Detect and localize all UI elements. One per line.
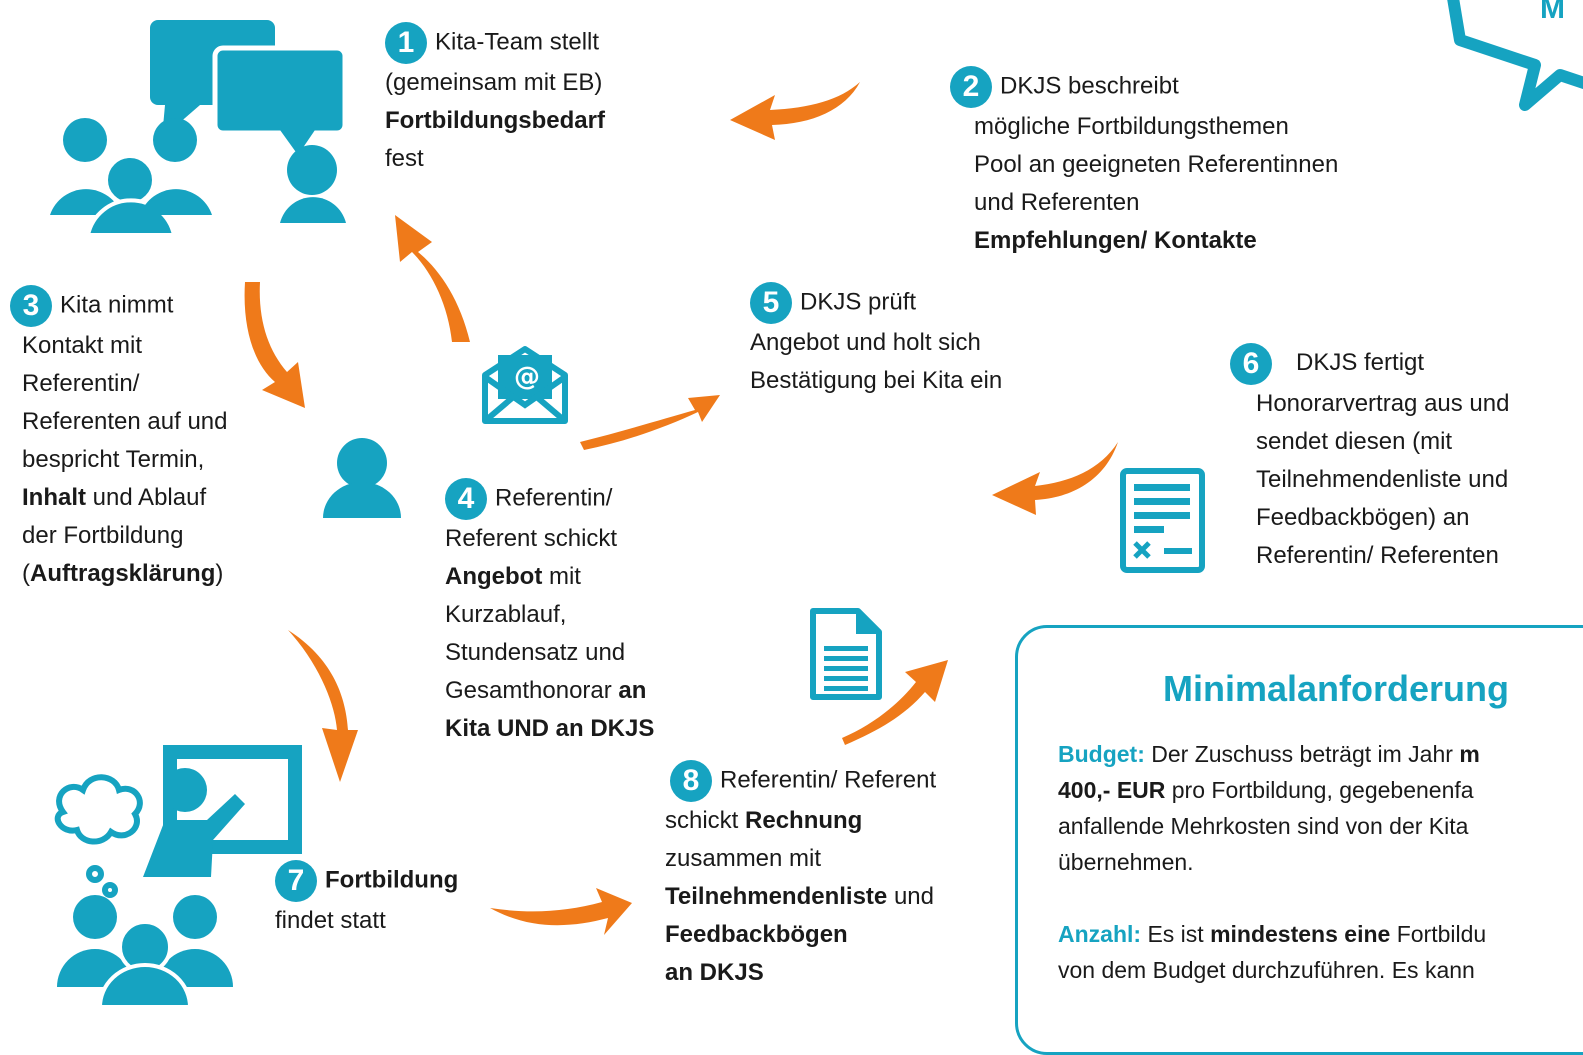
budget-text-1: Der Zuschuss beträgt im Jahr — [1144, 741, 1460, 767]
step-4-line-6: Gesamthonorar — [445, 677, 619, 704]
step-3-line-7: der Fortbildung — [22, 522, 184, 549]
step-2-line-1: DKJS beschreibt — [1000, 72, 1179, 100]
step-2-line-2: mögliche Fortbildungsthemen — [974, 113, 1289, 140]
arrow-3-to-7 — [288, 630, 358, 782]
step-3-line-1: Kita nimmt — [60, 291, 174, 319]
step-4-line-2: Referent schickt — [445, 525, 618, 552]
flow-arrows — [244, 82, 1118, 935]
step-3-line-4: Referenten auf und — [22, 408, 228, 435]
requirements-text: Budget: Der Zuschuss beträgt im Jahr m 4… — [1058, 736, 1486, 988]
step-7-line-1: Fortbildung — [325, 866, 459, 894]
step-4-line-4: Kurzablauf, — [445, 601, 567, 628]
requirements-box: Minimalanforderung Budget: Der Zuschuss … — [1015, 625, 1583, 1055]
step-4-line-7: Kita UND an DKJS — [445, 715, 655, 742]
text-document-icon — [810, 608, 882, 700]
step-5: 5 DKJS prüft Angebot und holt sich Bestät… — [750, 282, 1002, 400]
step-1-line-3: Fortbildungsbedarf — [385, 107, 605, 134]
arrow-7-to-8 — [490, 888, 632, 935]
anzahl-text-1-bold: mindestens eine — [1210, 921, 1391, 947]
arrow-6-to-5 — [992, 442, 1118, 515]
step-4-line-3-bold: Angebot — [445, 563, 543, 590]
arrow-4-to-5 — [580, 395, 720, 450]
step-number-1: 1 — [385, 22, 427, 64]
step-4-line-3: mit — [542, 563, 581, 590]
step-4: 4 Referentin/ Referent schickt Angebot mi… — [445, 478, 654, 748]
step-6-line-4: Teilnehmendenliste und — [1256, 466, 1509, 493]
step-number-5: 5 — [750, 282, 792, 324]
speech-bubble-corner-icon: M — [1447, 0, 1583, 111]
step-3-line-6-bold: Inhalt — [22, 484, 86, 511]
email-envelope-icon: @ — [482, 346, 568, 424]
chat-people-icon — [50, 20, 348, 237]
step-1-line-2: (gemeinsam mit EB) — [385, 69, 603, 96]
step-number-7: 7 — [275, 860, 317, 902]
step-4-line-5: Stundensatz und — [445, 639, 626, 666]
step-7-line-2: findet statt — [275, 907, 386, 934]
step-8-line-1: Referentin/ Referent — [720, 766, 937, 794]
step-3-line-5: bespricht Termin, — [22, 446, 205, 473]
step-1-line-1: Kita-Team stellt — [435, 28, 600, 56]
step-6-line-6: Referentin/ Referenten — [1256, 542, 1499, 569]
step-6-line-1: DKJS fertigt — [1296, 349, 1425, 377]
step-2: 2 DKJS beschreibt mögliche Fortbildungsth… — [950, 66, 1338, 260]
step-7: 7 Fortbildung findet statt — [275, 860, 458, 940]
step-4-line-6-bold: an — [618, 677, 647, 704]
anzahl-text-1-end: Fortbildu — [1390, 921, 1487, 947]
step-3-line-2: Kontakt mit — [22, 332, 143, 359]
budget-amount: 400,- EUR — [1058, 777, 1166, 803]
step-3-line-8-bold: Auftragsklärung — [30, 560, 216, 587]
budget-label: Budget: — [1058, 741, 1145, 767]
step-2-line-3: Pool an geeigneten Referentinnen — [974, 151, 1339, 178]
budget-text-4: übernehmen. — [1058, 849, 1194, 875]
step-8: 8 Referentin/ Referent schickt Rechnung z… — [665, 760, 936, 992]
arrow-2-to-1 — [730, 82, 860, 140]
step-6-line-3: sendet diesen (mit — [1256, 428, 1453, 455]
step-8-line-4: und — [887, 883, 934, 910]
anzahl-label: Anzahl: — [1058, 921, 1142, 947]
step-5-line-2: Angebot und holt sich — [750, 329, 981, 356]
arrow-4-to-1 — [395, 215, 470, 342]
presentation-group-icon — [54, 745, 302, 1009]
step-number-8: 8 — [670, 760, 712, 802]
step-3-line-6: und Ablauf — [86, 484, 207, 511]
step-6: 6 DKJS fertigt Honorarvertrag aus und sen… — [1230, 343, 1509, 575]
step-3-line-3: Referentin/ — [22, 370, 140, 397]
step-8-line-2-bold: Rechnung — [745, 807, 863, 834]
step-6-line-2: Honorarvertrag aus und — [1256, 390, 1510, 417]
step-8-line-2: schickt — [665, 807, 746, 834]
arrow-8-to-box — [842, 660, 948, 745]
step-number-4: 4 — [445, 478, 487, 520]
requirements-title: Minimalanforderung — [1163, 668, 1510, 709]
svg-text:M: M — [1540, 0, 1565, 25]
budget-text-3: anfallende Mehrkosten sind von der Kita — [1058, 813, 1469, 839]
step-3-line-8-open: ( — [22, 560, 30, 587]
step-number-6: 6 — [1230, 343, 1272, 385]
anzahl-text-2: von dem Budget durchzuführen. Es kann — [1058, 957, 1475, 983]
anzahl-text-1: Es ist — [1141, 921, 1211, 947]
step-number-3: 3 — [10, 285, 52, 327]
contract-document-icon — [1120, 468, 1205, 573]
budget-text-1-bold: m — [1459, 741, 1480, 767]
step-number-2: 2 — [950, 66, 992, 108]
person-icon — [323, 438, 401, 518]
arrow-3-to-4 — [244, 282, 305, 408]
step-2-line-4: und Referenten — [974, 189, 1140, 216]
step-2-line-5: Empfehlungen/ Kontakte — [974, 227, 1257, 254]
step-6-line-5: Feedbackbögen) an — [1256, 504, 1470, 531]
step-1-line-4: fest — [385, 145, 424, 172]
step-4-line-1: Referentin/ — [495, 484, 613, 512]
step-1: 1 Kita-Team stellt (gemeinsam mit EB) For… — [385, 22, 605, 178]
step-8-line-3: zusammen mit — [665, 845, 822, 872]
svg-text:@: @ — [514, 362, 540, 392]
step-3-line-8-close: ) — [215, 560, 224, 587]
budget-text-2: pro Fortbildung, gegebenenfa — [1165, 777, 1474, 803]
step-8-line-6: an DKJS — [665, 959, 764, 986]
step-5-line-1: DKJS prüft — [800, 288, 917, 316]
step-3: 3 Kita nimmt Kontakt mit Referentin/ Refe… — [10, 285, 228, 593]
step-8-line-5: Feedbackbögen — [665, 921, 848, 948]
step-5-line-3: Bestätigung bei Kita ein — [750, 367, 1003, 394]
step-8-line-4-bold: Teilnehmendenliste — [665, 883, 888, 910]
